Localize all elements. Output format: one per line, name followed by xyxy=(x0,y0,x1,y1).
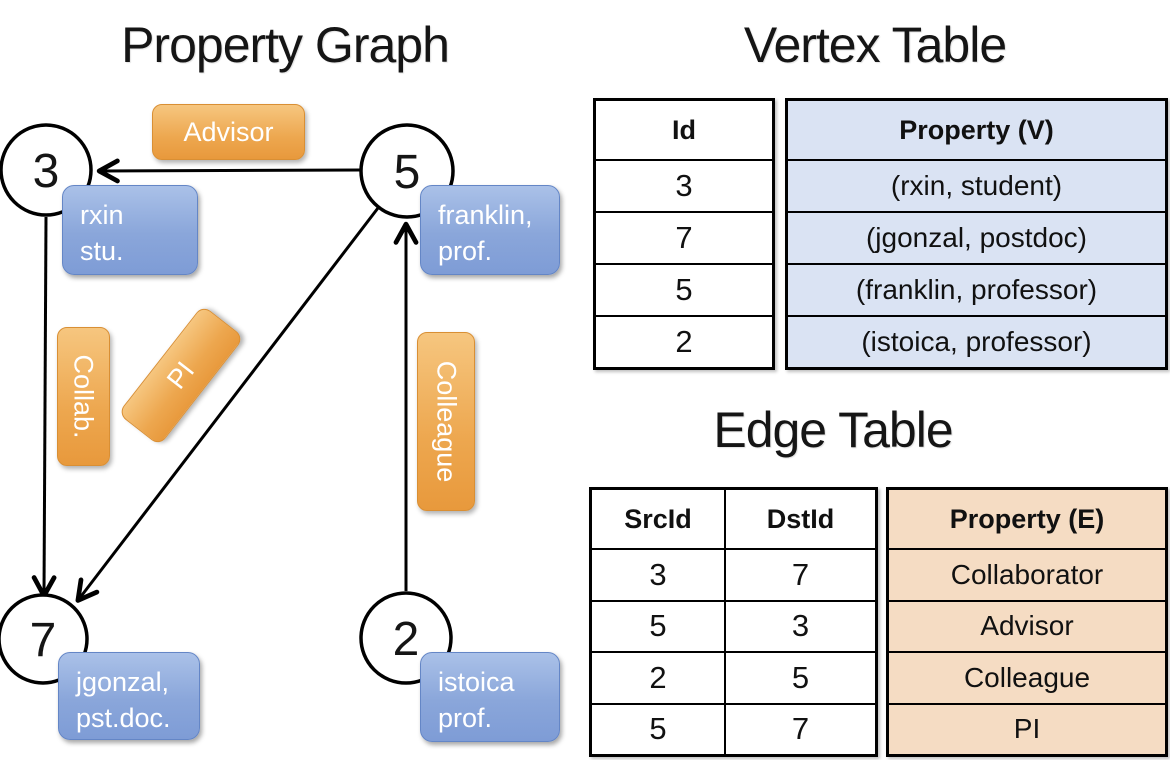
node-7-id: 7 xyxy=(30,614,57,667)
vertex-row-1-property: (jgonzal, postdoc) xyxy=(788,211,1165,263)
edge-row-1-property: Advisor xyxy=(889,599,1165,651)
vertex-prop-3-line1: rxin xyxy=(80,200,124,230)
node-5-id: 5 xyxy=(394,146,421,199)
edge-row-0-property: Collaborator xyxy=(889,548,1165,600)
node-2-id: 2 xyxy=(393,613,420,666)
vertex-row-0-property: (rxin, student) xyxy=(788,159,1165,211)
edge-label-advisor: Advisor xyxy=(152,104,305,160)
edge-table-src-column: SrcId 3 5 2 5 xyxy=(592,490,724,754)
vertex-prop-box-3: rxin stu. xyxy=(62,185,198,275)
vertex-prop-7-line1: jgonzal, xyxy=(76,667,170,697)
vertex-row-2-id: 5 xyxy=(596,263,772,315)
vertex-row-1-id: 7 xyxy=(596,211,772,263)
edge-table-property-header: Property (E) xyxy=(889,490,1165,548)
edge-row-3-src: 5 xyxy=(592,702,724,755)
vertex-table-id-column: Id 3 7 5 2 xyxy=(593,98,775,370)
edge-advisor-5-to-3 xyxy=(96,158,362,184)
edge-row-3-dst: 7 xyxy=(726,702,875,755)
edge-row-2-dst: 5 xyxy=(726,651,875,703)
node-3-id: 3 xyxy=(33,145,60,198)
edge-table-dst-header: DstId xyxy=(766,503,835,534)
vertex-prop-box-7: jgonzal, pst.doc. xyxy=(58,652,200,740)
edge-label-advisor-text: Advisor xyxy=(183,116,274,147)
vertex-row-2-property: (franklin, professor) xyxy=(788,263,1165,315)
edge-table-dst-column: DstId 7 3 5 7 xyxy=(724,490,875,754)
vertex-table-property-header: Property (V) xyxy=(788,101,1165,159)
edge-row-2-src: 2 xyxy=(592,651,724,703)
edge-label-pi-text: PI xyxy=(160,355,201,395)
vertex-prop-5-line1: franklin, xyxy=(438,200,533,230)
edge-row-0-dst: 7 xyxy=(726,548,875,600)
vertex-table-title: Vertex Table xyxy=(743,17,1007,73)
edge-row-0-src: 3 xyxy=(592,548,724,600)
vertex-prop-3-line2: stu. xyxy=(80,235,124,266)
edge-row-1-src: 5 xyxy=(592,599,724,652)
vertex-prop-5-line2: prof. xyxy=(438,235,493,266)
edge-label-colleague-text: Colleague xyxy=(431,360,462,483)
edge-row-3-property: PI xyxy=(889,702,1165,754)
edge-collab-3-to-7 xyxy=(31,216,57,599)
edge-row-2-property: Colleague xyxy=(889,651,1165,703)
vertex-row-3-property: (istoica, professor) xyxy=(788,315,1165,367)
edge-table-src-header: SrcId xyxy=(624,503,692,534)
edge-label-collab-text: Collab. xyxy=(69,354,100,439)
vertex-table-id-header: Id xyxy=(672,114,696,145)
vertex-prop-7-line2: pst.doc. xyxy=(76,702,171,733)
vertex-prop-box-5: franklin, prof. xyxy=(420,185,560,275)
vertex-prop-box-2: istoica prof. xyxy=(420,652,560,742)
edge-table-property-column: Property (E) Collaborator Advisor Collea… xyxy=(886,487,1168,757)
vertex-prop-2-line1: istoica xyxy=(438,667,515,697)
edge-label-collab: Collab. xyxy=(57,327,110,466)
edge-label-colleague: Colleague xyxy=(417,332,475,511)
vertex-row-3-id: 2 xyxy=(596,315,772,367)
edge-table-title: Edge Table xyxy=(713,402,953,458)
edge-row-1-dst: 3 xyxy=(726,599,875,652)
edge-table-src-dst-columns: SrcId 3 5 2 5 DstId 7 3 5 7 xyxy=(589,487,878,757)
vertex-table-property-column: Property (V) (rxin, student) (jgonzal, p… xyxy=(785,98,1168,370)
vertex-prop-2-line2: prof. xyxy=(438,702,493,733)
edge-pi-5-to-7 xyxy=(75,207,380,603)
vertex-row-0-id: 3 xyxy=(596,159,772,211)
property-graph-title: Property Graph xyxy=(121,17,450,73)
